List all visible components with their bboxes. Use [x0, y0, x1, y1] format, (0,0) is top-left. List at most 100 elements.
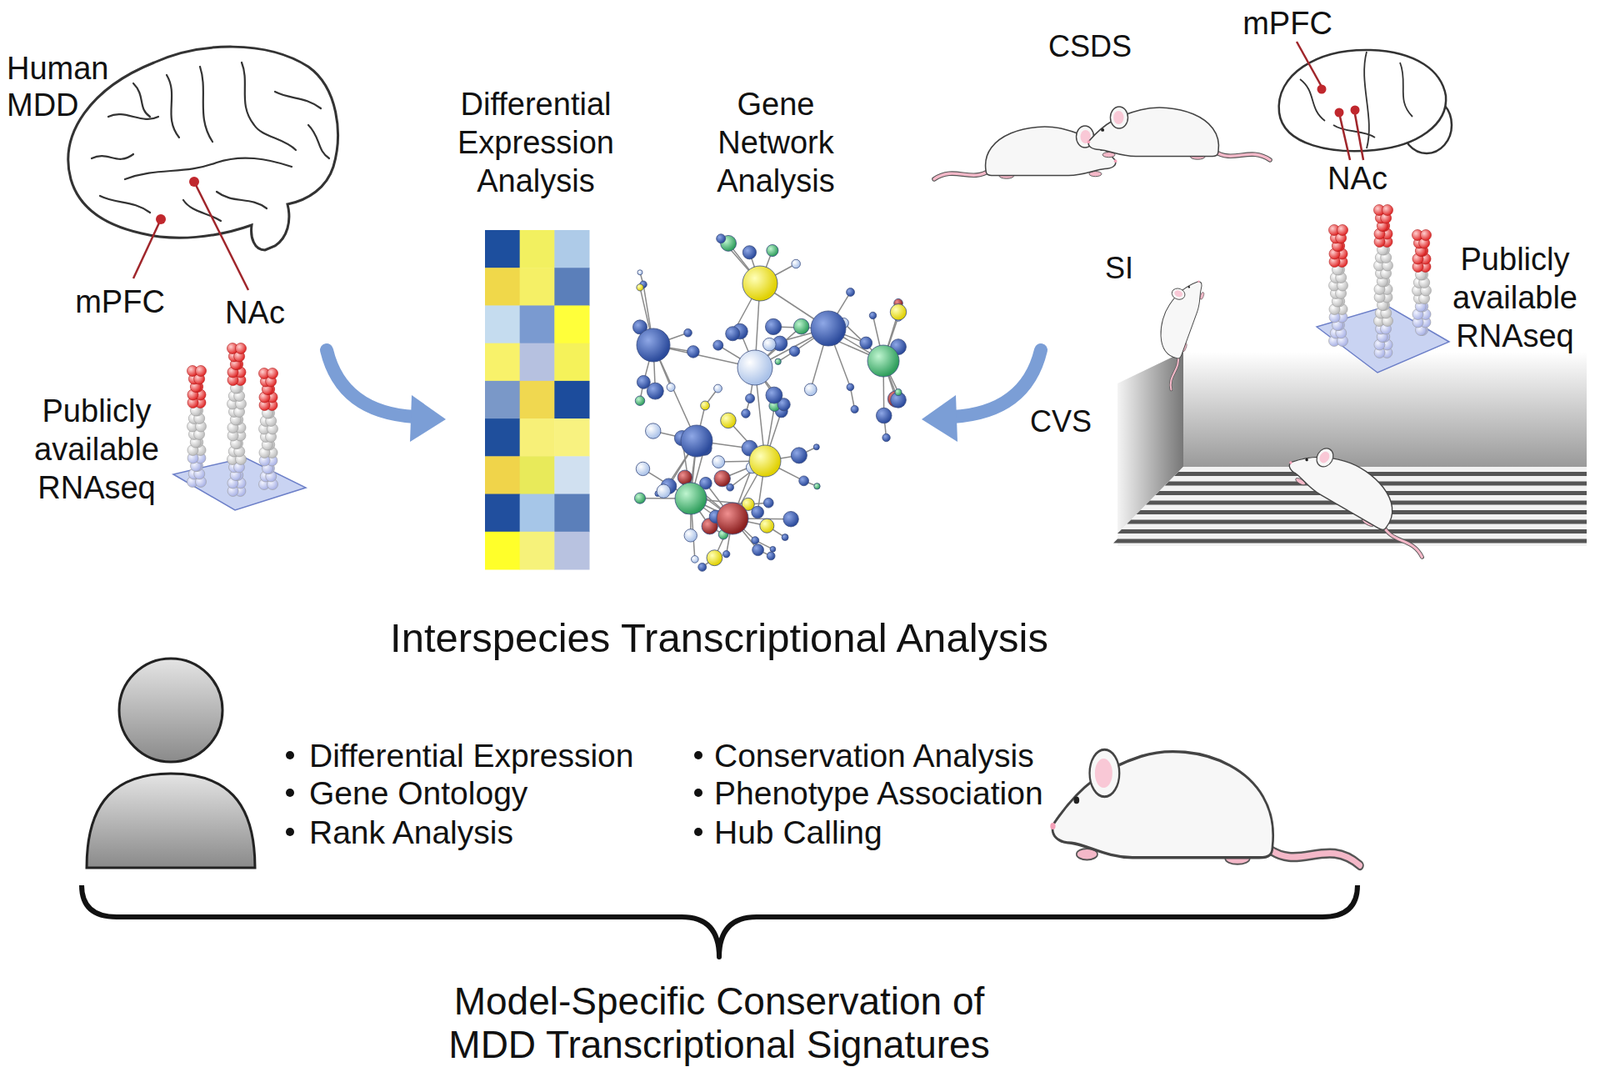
grid-bar [1113, 539, 1587, 544]
mouse-figure [1050, 749, 1360, 865]
network-sphere [760, 518, 775, 533]
heatmap-cell [485, 230, 520, 269]
network-sphere [793, 318, 810, 335]
flow-arrow [921, 350, 1041, 442]
network-sphere [791, 259, 801, 269]
network-sphere [813, 444, 820, 450]
network-sphere [656, 484, 671, 499]
heatmap-cell [485, 305, 520, 344]
mouse-figure [1087, 106, 1270, 160]
heatmap-cell [485, 531, 520, 570]
network-sphere [869, 311, 876, 319]
model-label: CSDS [1048, 28, 1132, 65]
brain-sulci [91, 62, 330, 221]
network-sphere [691, 555, 700, 564]
mouse-brain [1279, 41, 1452, 160]
network-sphere [745, 393, 755, 403]
network-sphere [687, 345, 700, 359]
flow-arrow [326, 350, 446, 442]
method-item: Phenotype Association [714, 773, 1044, 813]
network-sphere [712, 455, 725, 469]
network-sphere [742, 265, 778, 301]
network-sphere [666, 383, 675, 392]
network-sphere [814, 483, 820, 490]
grid-bar [1126, 520, 1587, 525]
mouse-figure [934, 125, 1117, 180]
heatmap-cell [554, 531, 590, 570]
network-sphere [684, 529, 697, 542]
model-label: SI [1105, 250, 1134, 286]
method-item: Conservation Analysis [714, 735, 1035, 775]
heatmap-cell [554, 418, 590, 457]
network-sphere [846, 288, 855, 297]
method-item: Differential Expression [309, 735, 634, 775]
network-sphere [751, 536, 760, 545]
network-sphere [766, 244, 779, 256]
network-sphere [751, 505, 765, 519]
grid-bar [1174, 471, 1587, 476]
network-sphere [766, 551, 775, 560]
heatmap-cell [554, 494, 590, 533]
heatmap-cell [520, 380, 555, 420]
network-sphere [846, 383, 855, 391]
network-sphere [635, 461, 650, 475]
species-title: Human MDD [6, 50, 132, 124]
network-sphere [860, 336, 873, 350]
method-item: Rank Analysis [309, 812, 514, 852]
heatmap [485, 230, 590, 570]
heatmap-cell [520, 343, 555, 382]
gene-network [632, 234, 906, 571]
network-sphere [867, 345, 900, 377]
network-sphere [716, 502, 749, 535]
network-sphere [720, 412, 737, 429]
region-label: mPFC [75, 282, 165, 321]
network-sphere [765, 386, 783, 404]
heatmap-cell [554, 343, 590, 382]
network-sphere [850, 405, 859, 413]
network-sphere [762, 337, 776, 351]
mouse-figure [1140, 273, 1210, 390]
network-sphere [645, 423, 661, 439]
network-sphere [810, 310, 846, 346]
stress-box [1113, 351, 1587, 546]
heatmap-cell [485, 455, 520, 495]
network-sphere [714, 384, 723, 393]
grid-bar [1117, 529, 1587, 534]
region-label: mPFC [1242, 4, 1333, 43]
network-sphere [725, 326, 740, 341]
heatmap-cell [485, 267, 520, 306]
section-heading: Interspecies Transcriptional Analysis [390, 613, 1049, 663]
heatmap-cell [520, 494, 555, 533]
heatmap-cell [485, 494, 520, 533]
region-dot [155, 214, 166, 225]
mouse-figure [1281, 435, 1446, 557]
heatmap-cell [520, 418, 555, 457]
network-sphere [675, 482, 707, 515]
network-sphere [749, 445, 781, 477]
network-sphere [799, 475, 810, 486]
heatmap-cell [485, 380, 520, 420]
network-sphere [737, 350, 773, 385]
network-sphere [741, 409, 750, 418]
model-label: CVS [1030, 403, 1092, 440]
network-sphere [895, 389, 902, 396]
leader-line [194, 181, 249, 290]
network-sphere [763, 497, 774, 508]
leader-line [133, 219, 161, 279]
method-item: Hub Calling [714, 812, 883, 852]
network-sphere [770, 545, 776, 552]
network-sphere [752, 544, 765, 556]
network-sphere [635, 395, 645, 405]
heatmap-cell [520, 531, 555, 570]
network-sphere [716, 234, 726, 244]
network-sphere [765, 318, 781, 335]
network-sphere [890, 304, 906, 320]
method-item: Gene Ontology [309, 773, 528, 813]
heatmap-cell [554, 267, 590, 306]
network-sphere [789, 345, 800, 356]
network-sphere [698, 562, 707, 571]
network-sphere [636, 375, 650, 389]
data-source-label: Publicly available RNAseq [24, 391, 170, 507]
region-label: NAc [225, 293, 285, 332]
